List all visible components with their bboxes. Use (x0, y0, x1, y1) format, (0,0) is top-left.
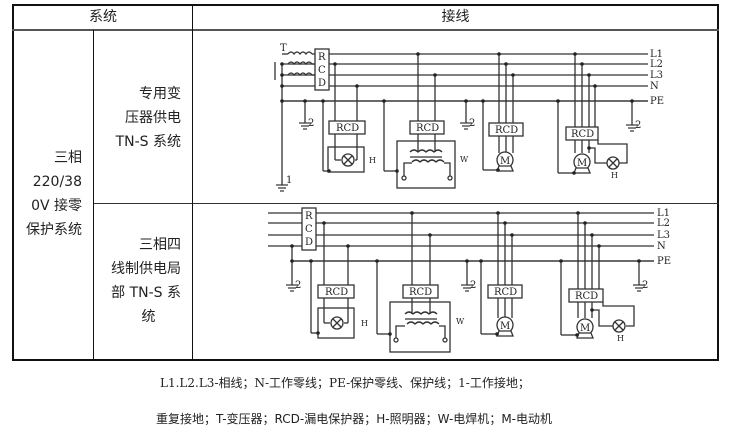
repeat-ground-label: 2 (469, 118, 475, 129)
work-ground-label: 1 (286, 175, 292, 186)
repeat-ground-label: 2 (635, 120, 641, 131)
motor-label: M (500, 321, 510, 332)
main-system-line: 220/38 (32, 174, 82, 190)
motor-label: M (580, 323, 590, 334)
bus-label-N: N (650, 81, 659, 92)
rcd-box (487, 284, 523, 299)
rcd-letter: R (318, 52, 326, 63)
ground-icon (461, 284, 473, 292)
header-system: 系统 (89, 9, 117, 25)
transformer-coil (287, 72, 313, 77)
header-divider (12, 29, 719, 31)
rcd-letter: D (305, 237, 313, 248)
rcd-letter: C (305, 224, 313, 235)
row1-label-line: TN-S 系统 (115, 134, 181, 150)
junction-dots (280, 52, 641, 337)
row2-label-line: 线制供电局 (111, 261, 181, 277)
welder-enclosure (389, 301, 451, 353)
lamp-label: H (617, 334, 624, 343)
ground-icon (286, 284, 298, 292)
rcd-label: RCD (416, 123, 439, 134)
bus-label-PE: PE (657, 256, 671, 267)
welder-enclosure (396, 140, 456, 189)
ground-symbols (276, 122, 645, 292)
row2-system-label: 三相四 线制供电局 部 TN-S 系 统 (96, 233, 181, 329)
ground-icon (276, 184, 288, 192)
col-divider-2 (192, 4, 193, 360)
transformer-coil (287, 51, 313, 56)
ground-icon (633, 284, 645, 292)
caption-line-2: 重复接地；T-变压器；RCD-漏电保护器；H-照明器；W-电焊机；M-电动机 (156, 412, 552, 426)
ground-icon (460, 122, 472, 130)
motor-label: M (577, 158, 587, 169)
rcd-label: RCD (495, 125, 518, 136)
repeat-ground-label: 2 (642, 280, 648, 291)
rcd-box (488, 122, 524, 137)
rcd-letter: R (305, 211, 313, 222)
rcd-label: RCD (494, 287, 517, 298)
repeat-ground-label: 2 (308, 118, 314, 129)
lamp-label: H (369, 156, 376, 165)
main-system-line: 0V 接零 (31, 198, 82, 214)
bus-label-L2: L2 (650, 59, 663, 70)
row2-label-line: 三相四 (139, 237, 181, 253)
wiring-table (12, 4, 719, 361)
main-system-line: 三相 (54, 150, 82, 166)
welder-label: W (456, 317, 465, 326)
main-rcd (314, 48, 330, 91)
upper-diagram (274, 48, 648, 189)
header-wiring: 接线 (441, 9, 470, 25)
motor-label: M (500, 156, 510, 167)
bus-label-N: N (657, 241, 666, 252)
ground-icon (299, 122, 311, 130)
rcd-label: RCD (575, 291, 598, 302)
rcd-box (402, 284, 439, 299)
rcd-label: RCD (409, 287, 432, 298)
rcd-label: RCD (325, 287, 348, 298)
main-system-line: 保护系统 (26, 222, 82, 238)
transformer-label: T (280, 43, 287, 54)
lamp-enclosure (327, 146, 365, 173)
repeat-ground-label: 2 (470, 280, 476, 291)
rcd-box (317, 284, 355, 299)
welder-transformer (404, 311, 438, 315)
rcd-box (568, 288, 604, 303)
bus-label-PE: PE (650, 96, 664, 107)
lamp-label: H (361, 319, 368, 328)
row1-label-line: 专用变 (139, 86, 181, 102)
bus-label-L3: L3 (650, 70, 663, 81)
transformer-coil (287, 61, 313, 66)
caption-line-1: L1.L2.L3-相线；N-工作零线；PE-保护零线、保护线；1-工作接地； (160, 376, 530, 390)
row-divider (93, 203, 719, 204)
row1-system-label: 专用变 压器供电 TN-S 系统 (96, 82, 181, 154)
lower-diagram (268, 207, 654, 353)
rcd-label: RCD (571, 129, 594, 140)
rcd-label: RCD (336, 123, 359, 134)
rcd-box (328, 120, 366, 135)
rcd-box (409, 120, 445, 135)
bus-label-L2: L2 (657, 218, 670, 229)
lamp-enclosure (317, 307, 355, 339)
bus-label-L1: L1 (650, 49, 663, 60)
rcd-letter: C (318, 65, 326, 76)
row2-label-line: 部 TN-S 系 (111, 285, 181, 301)
welder-label: W (460, 155, 469, 164)
rcd-letter: D (318, 78, 326, 89)
row1-label-line: 压器供电 (125, 110, 181, 126)
repeat-ground-label: 2 (295, 280, 301, 291)
bus-label-L1: L1 (657, 208, 670, 219)
ground-icon (626, 124, 638, 132)
rcd-box (565, 126, 599, 141)
main-system-label: 三相 220/38 0V 接零 保护系统 (14, 146, 82, 242)
bus-label-L3: L3 (657, 230, 670, 241)
row2-label-line: 统 (141, 309, 156, 325)
main-rcd (301, 207, 317, 251)
welder-transformer (409, 149, 443, 153)
col-divider-1 (93, 30, 94, 360)
lamp-label: H (611, 171, 618, 180)
